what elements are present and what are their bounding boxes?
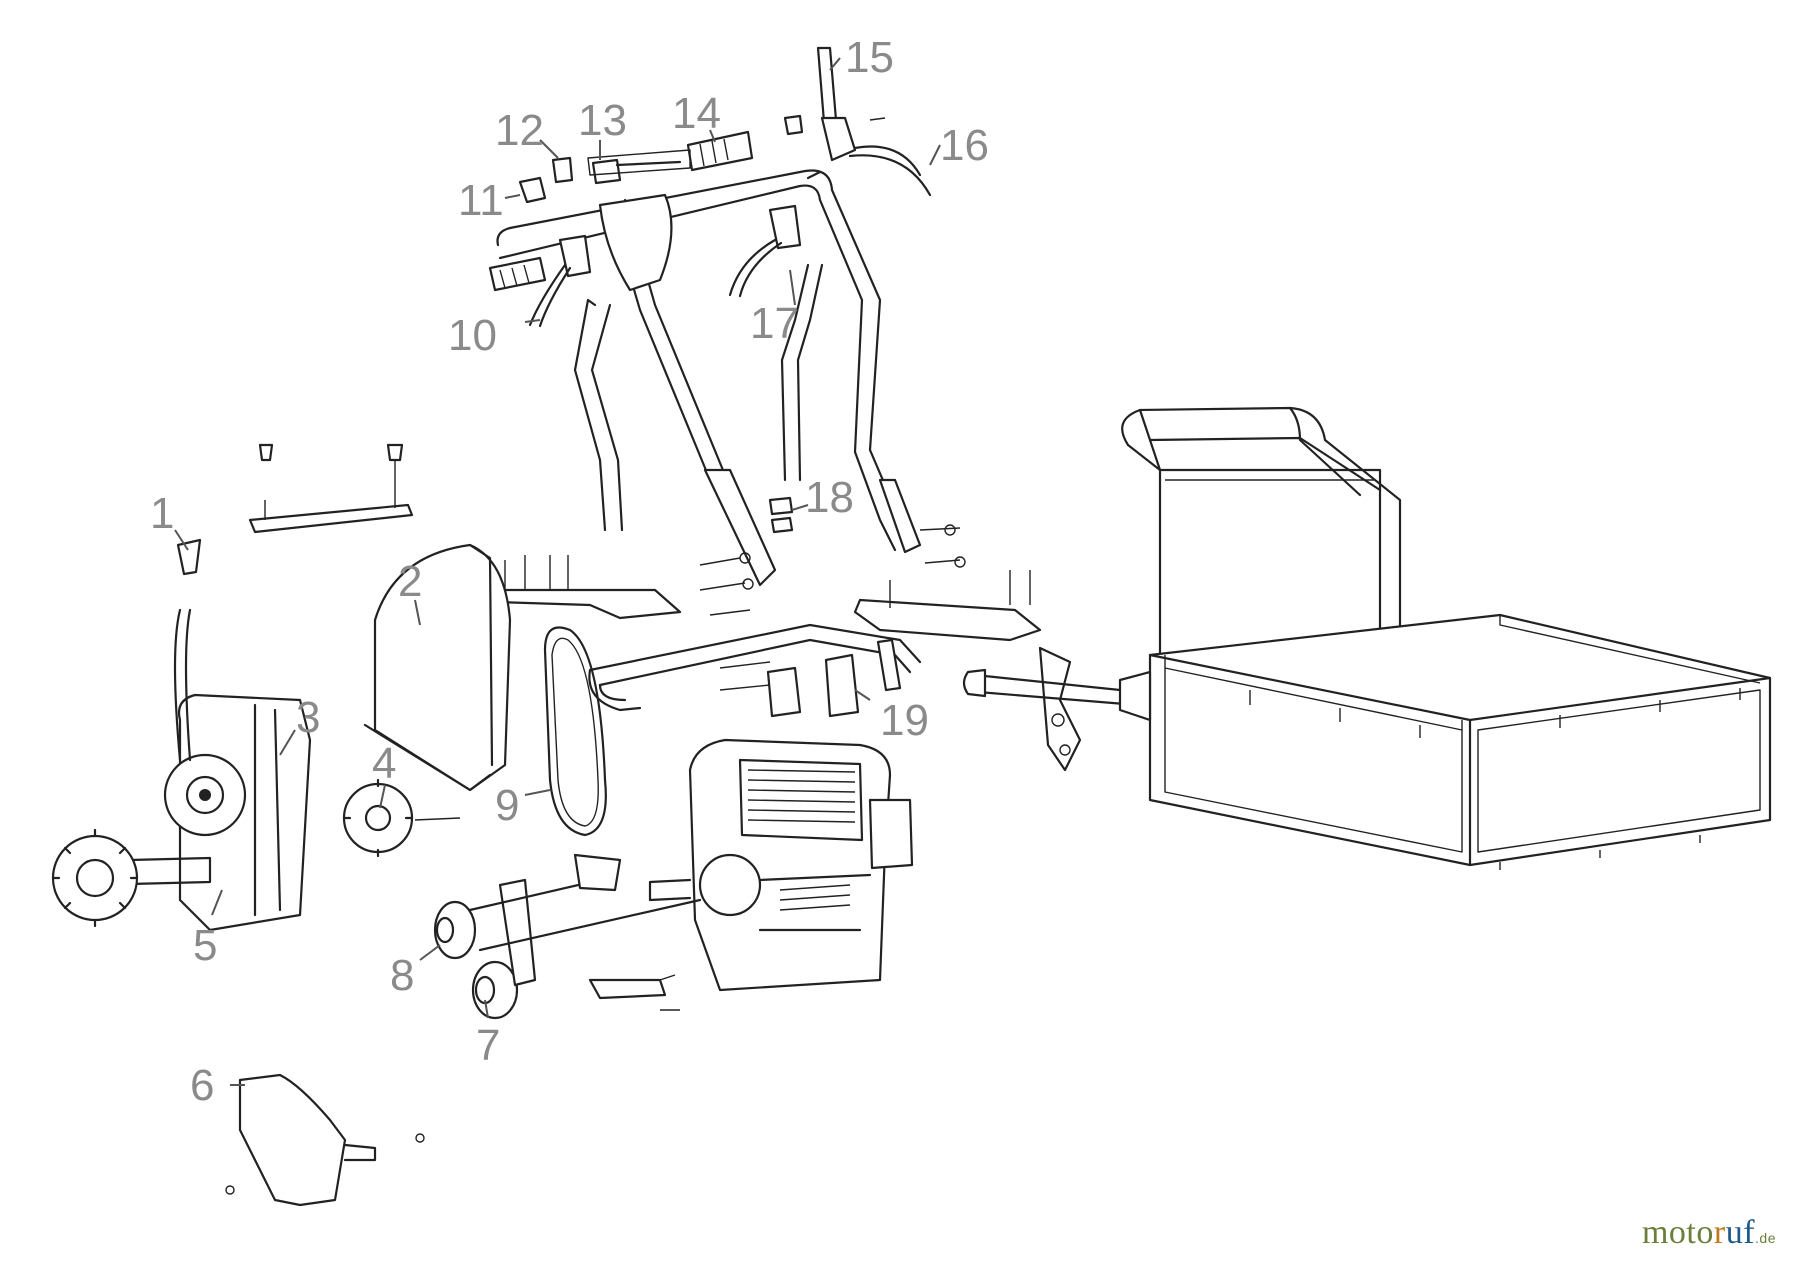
callout-11: 11 xyxy=(458,176,504,225)
callout-4: 4 xyxy=(372,739,396,788)
callout-8: 8 xyxy=(390,951,414,1000)
callout-5: 5 xyxy=(193,921,217,970)
callout-1: 1 xyxy=(150,489,174,538)
callout-12: 12 xyxy=(495,106,544,155)
callout-17: 17 xyxy=(750,299,799,348)
right-wheel-sprocket xyxy=(342,778,414,858)
lower-cover xyxy=(225,1073,425,1207)
motoruf-logo[interactable]: motoruf.de xyxy=(1642,1214,1776,1252)
gearbox xyxy=(51,608,461,932)
v-belt xyxy=(543,626,607,837)
callout-19: 19 xyxy=(880,696,929,745)
left-wheel-sprocket xyxy=(51,828,139,928)
callout-10: 10 xyxy=(448,311,497,360)
callout-15: 15 xyxy=(845,33,894,82)
logo-part-b: r xyxy=(1713,1214,1726,1251)
callout-7: 7 xyxy=(476,1021,500,1070)
logo-part-c: uf xyxy=(1725,1214,1756,1251)
callout-13: 13 xyxy=(578,96,627,145)
logo-part-a: moto xyxy=(1641,1214,1714,1251)
logo-part-d: .de xyxy=(1755,1230,1776,1246)
engine xyxy=(648,738,914,992)
callout-16: 16 xyxy=(940,121,989,170)
belt-cover xyxy=(363,543,512,792)
callout-6: 6 xyxy=(190,1061,214,1110)
tension-pulleys xyxy=(433,853,702,1020)
callout-14: 14 xyxy=(672,89,721,138)
leader-lines xyxy=(174,57,941,1086)
callout-2: 2 xyxy=(398,557,422,606)
frame-assembly xyxy=(176,443,1042,718)
callout-labels: 1 2 3 4 5 6 7 8 9 10 11 12 13 14 15 16 1… xyxy=(150,33,989,1110)
handlebar-assembly xyxy=(488,46,932,587)
callout-3: 3 xyxy=(296,693,320,742)
trailer-cart xyxy=(962,406,1772,870)
callout-9: 9 xyxy=(495,781,519,830)
callout-18: 18 xyxy=(805,473,854,522)
